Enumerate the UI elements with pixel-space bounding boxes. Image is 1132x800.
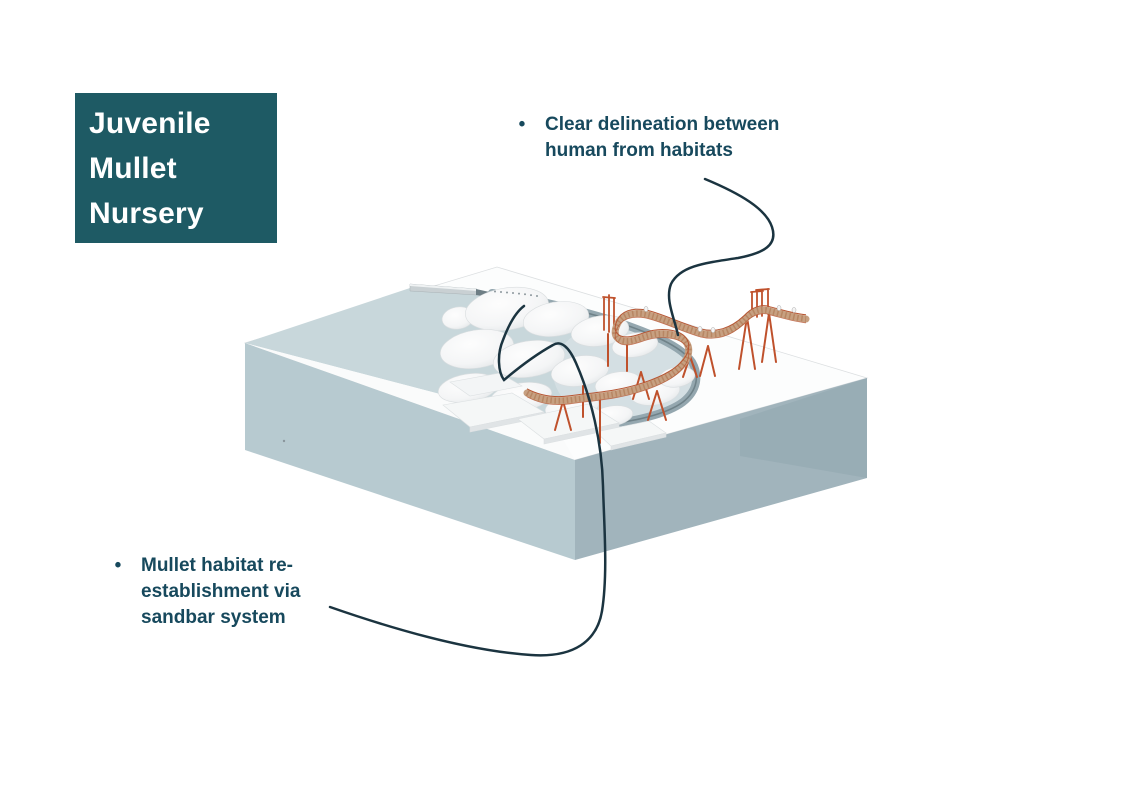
title-line-2: Mullet	[89, 152, 177, 185]
annotation-text: Clear delineation between human from hab…	[545, 112, 779, 164]
annotation-text: Mullet habitat re- establishment via san…	[141, 553, 300, 631]
bullet-icon: •	[518, 114, 526, 135]
boardwalk-gateway-posts	[602, 288, 770, 333]
boardwalk-supports	[554, 312, 777, 444]
block-right-face-shadow	[740, 378, 867, 478]
title-line-1: Juvenile	[89, 107, 211, 140]
annotation-line: Mullet habitat re-	[141, 555, 294, 576]
visitor-figures	[643, 305, 797, 333]
dotted-crest-marks	[494, 290, 538, 297]
annotation-line: human from habitats	[545, 140, 733, 161]
title-box: Juvenile Mullet Nursery	[75, 93, 277, 243]
annotation-clear-delineation: • Clear delineation between human from h…	[516, 112, 780, 164]
leader-line-top	[667, 177, 775, 337]
annotation-line: sandbar system	[141, 607, 286, 628]
annotation-line: establishment via	[141, 581, 301, 602]
leader-lines	[328, 177, 775, 657]
annotation-mullet-habitat: • Mullet habitat re- establishment via s…	[112, 553, 301, 631]
block-front-right-face	[575, 378, 867, 560]
annotation-line: Clear delineation between	[545, 114, 780, 135]
block-front-left-face	[245, 343, 575, 560]
title-line-3: Nursery	[89, 197, 204, 230]
leader-line-bottom	[328, 304, 607, 657]
surface-speck	[282, 439, 286, 443]
beach-strip	[245, 343, 575, 460]
bullet-icon: •	[114, 555, 122, 576]
